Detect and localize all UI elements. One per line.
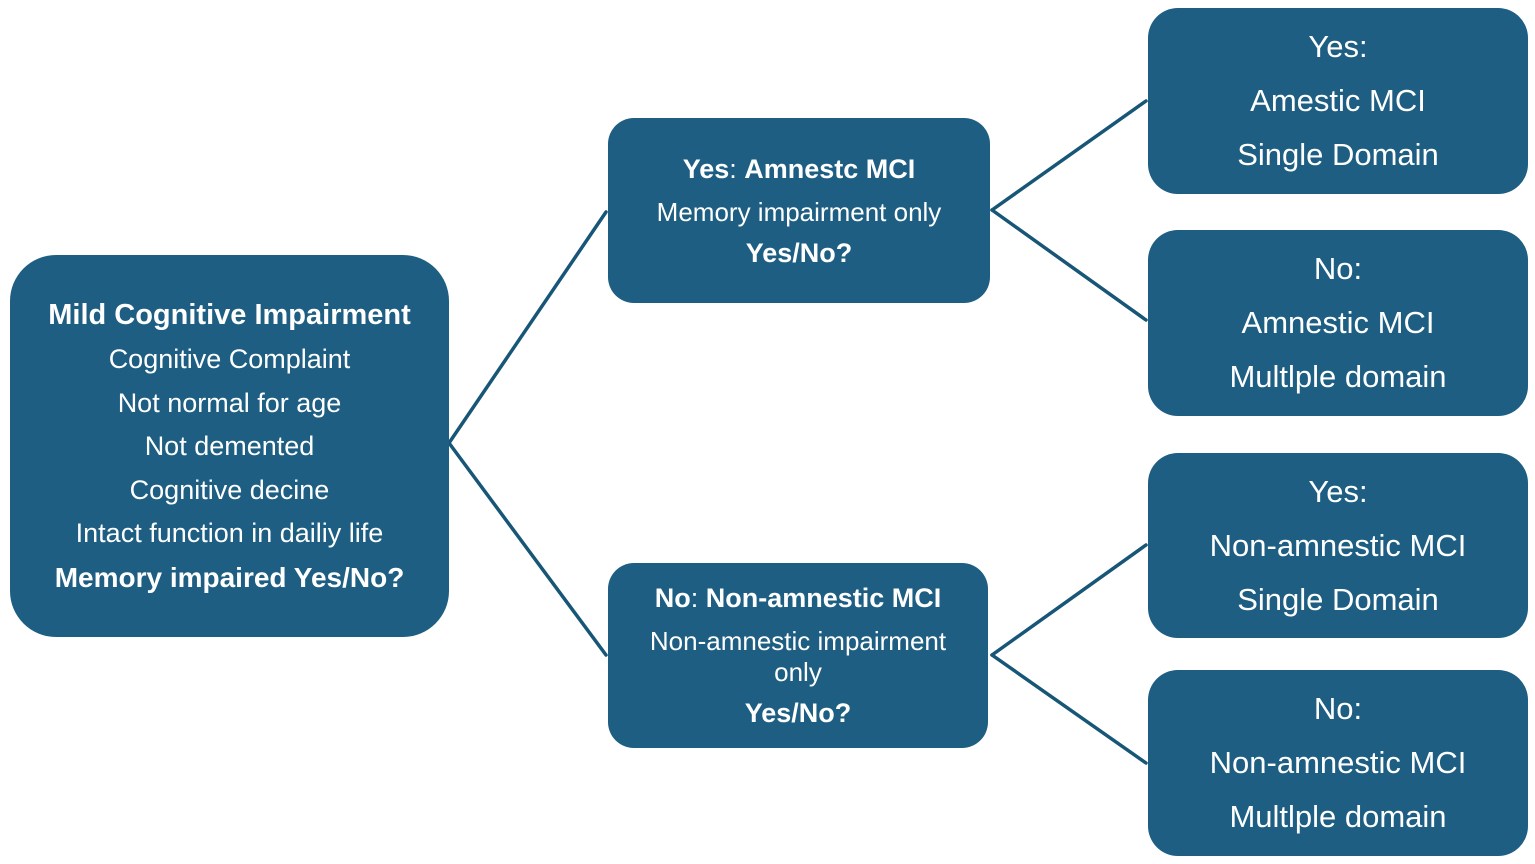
outcome-domain: Multlple domain — [1229, 359, 1447, 394]
node-outcome-amnestic-multiple-domain: No: Amnestic MCI Multlple domain — [1148, 230, 1528, 416]
connector-no-branch-to-outcome-4 — [990, 653, 1148, 765]
connector-yes-branch-to-outcome-2 — [990, 208, 1148, 322]
outcome-type: Non-amnestic MCI — [1209, 527, 1467, 563]
connector-no-branch-to-outcome-3 — [990, 543, 1148, 657]
branch-separator: : — [729, 153, 745, 184]
root-title: Mild Cognitive Impairment — [48, 299, 411, 332]
branch-heading: Yes: Amnestc MCI — [683, 153, 916, 185]
branch-label: Amnestc MCI — [744, 153, 916, 184]
root-criterion: Not normal for age — [117, 387, 342, 418]
branch-label: Non-amnestic MCI — [705, 583, 942, 613]
node-outcome-non-amnestic-single-domain: Yes: Non-amnestic MCI Single Domain — [1148, 453, 1528, 638]
outcome-type: Amestic MCI — [1250, 83, 1426, 118]
root-question: Memory impaired Yes/No? — [54, 561, 405, 593]
branch-body: Non-amnestic impairment only — [649, 626, 947, 687]
root-criterion: Intact function in dailiy life — [75, 518, 384, 549]
branch-answer: Yes — [682, 153, 730, 184]
outcome-type: Non-amnestic MCI — [1209, 745, 1467, 780]
node-mild-cognitive-impairment: Mild Cognitive Impairment Cognitive Comp… — [10, 255, 449, 637]
branch-body: Memory impairment only — [656, 196, 942, 227]
branch-separator: : — [690, 583, 706, 613]
connector-root-to-no-branch — [447, 441, 608, 657]
outcome-answer: No: — [1313, 691, 1363, 726]
node-outcome-amnestic-single-domain: Yes: Amestic MCI Single Domain — [1148, 8, 1528, 194]
outcome-type: Amnestic MCI — [1241, 305, 1435, 340]
branch-answer: No — [654, 583, 691, 613]
node-outcome-non-amnestic-multiple-domain: No: Non-amnestic MCI Multlple domain — [1148, 670, 1528, 856]
branch-question: Yes/No? — [744, 698, 852, 728]
outcome-answer: Yes: — [1308, 29, 1368, 64]
outcome-answer: Yes: — [1308, 473, 1368, 509]
outcome-domain: Single Domain — [1237, 581, 1439, 617]
node-amnestic-mci-branch: Yes: Amnestc MCI Memory impairment only … — [608, 118, 990, 303]
outcome-domain: Single Domain — [1237, 137, 1439, 172]
outcome-domain: Multlple domain — [1229, 799, 1447, 834]
connector-root-to-yes-branch — [447, 210, 608, 445]
root-criterion: Cognitive Complaint — [108, 344, 351, 375]
node-non-amnestic-mci-branch: No: Non-amnestic MCI Non-amnestic impair… — [608, 563, 988, 748]
root-criterion: Cognitive decine — [129, 474, 330, 505]
root-criterion: Not demented — [144, 431, 315, 462]
outcome-answer: No: — [1313, 251, 1363, 286]
branch-question: Yes/No? — [745, 237, 853, 268]
branch-heading: No: Non-amnestic MCI — [655, 582, 942, 614]
connector-yes-branch-to-outcome-1 — [990, 99, 1148, 212]
